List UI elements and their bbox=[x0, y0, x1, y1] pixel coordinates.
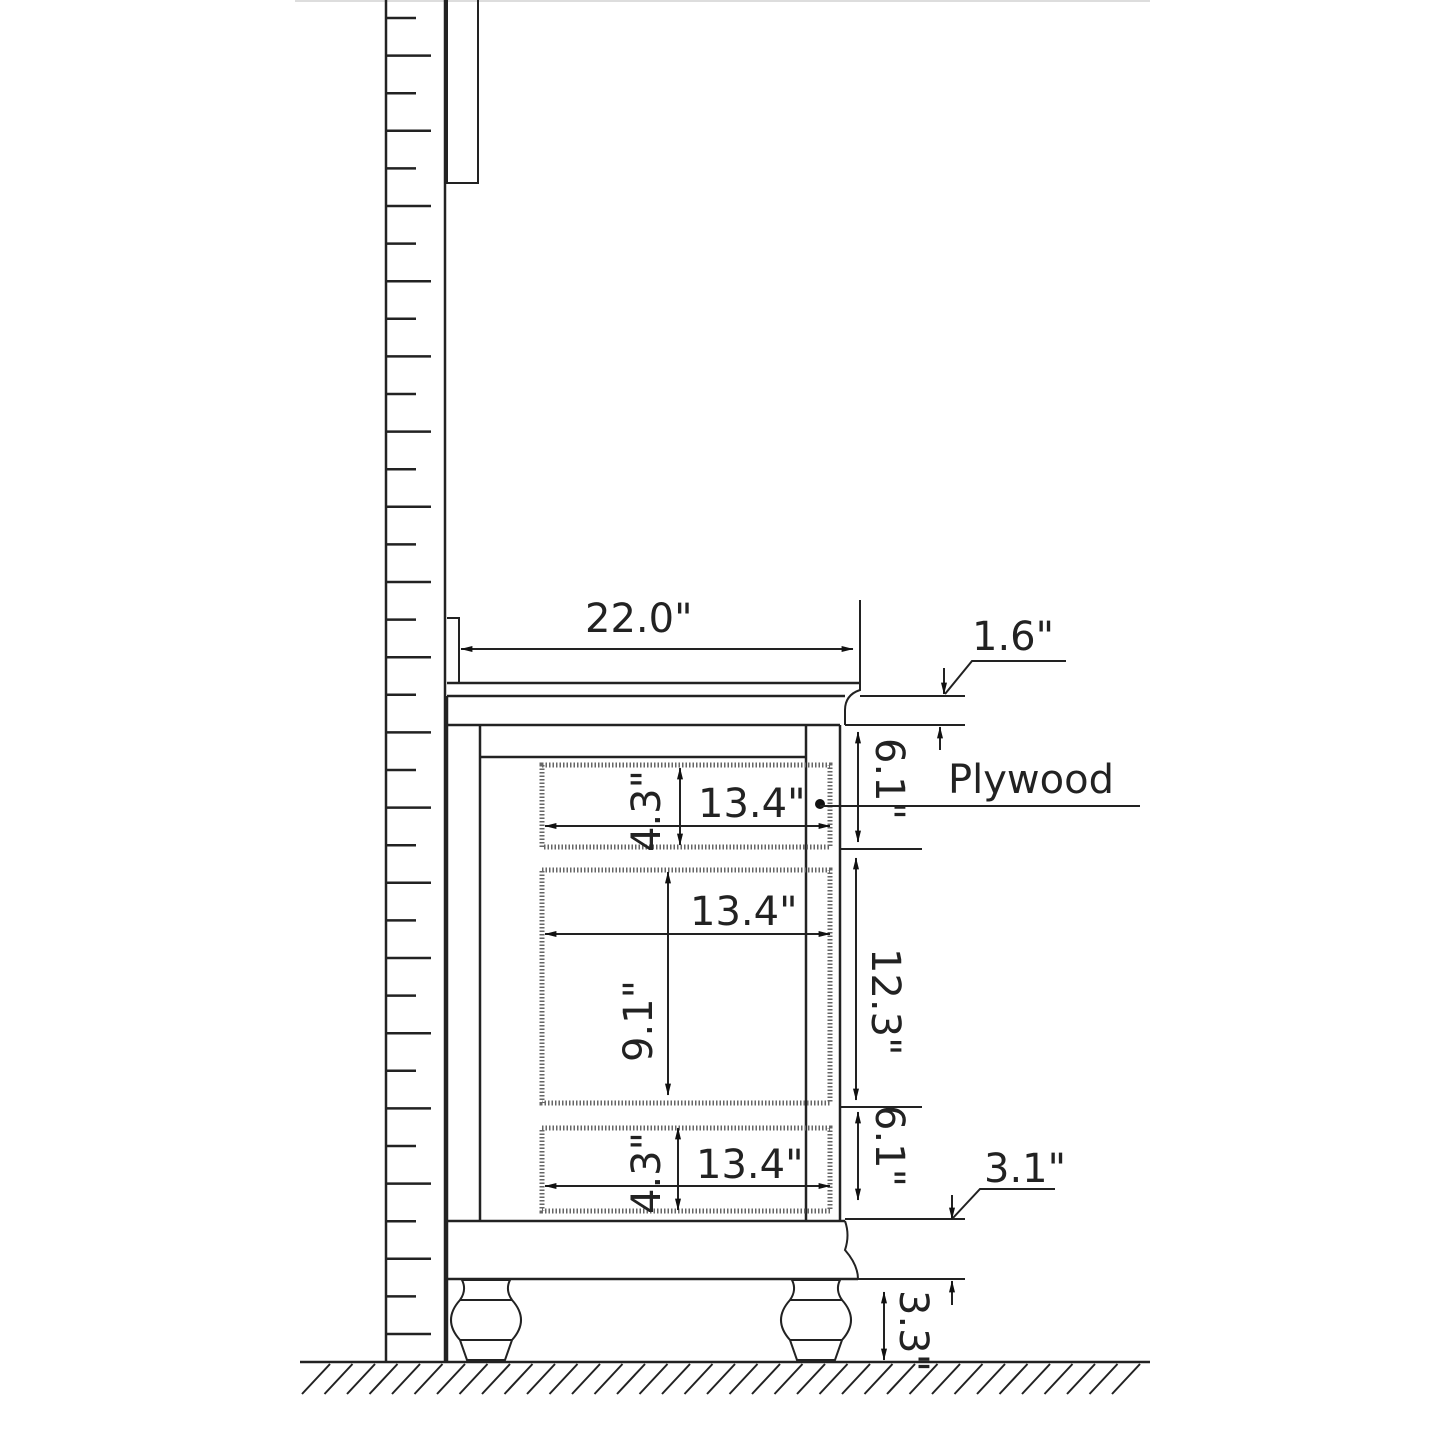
floor-hatch bbox=[953, 1363, 984, 1395]
floor-hatch bbox=[841, 1363, 871, 1395]
dimension-lines bbox=[460, 646, 1140, 1361]
floor bbox=[300, 1360, 1150, 1395]
floor-hatch bbox=[458, 1363, 489, 1395]
material-label: Plywood bbox=[948, 757, 1114, 803]
middle-drawer-width-label: 13.4" bbox=[690, 889, 797, 935]
floor-hatch bbox=[886, 1363, 916, 1395]
floor-hatch bbox=[908, 1363, 939, 1395]
floor-hatch bbox=[368, 1363, 399, 1395]
floor-hatch bbox=[1043, 1363, 1074, 1395]
floor-hatch bbox=[638, 1363, 669, 1395]
wall-ruler bbox=[384, 0, 447, 1362]
floor-hatch bbox=[503, 1363, 534, 1395]
floor-hatch bbox=[436, 1363, 466, 1395]
floor-hatch bbox=[976, 1363, 1006, 1395]
floor-hatch bbox=[323, 1363, 354, 1395]
drawer-middle bbox=[539, 867, 833, 1106]
floor-hatch bbox=[526, 1363, 556, 1395]
cabinet-body bbox=[445, 696, 859, 1362]
leg-left bbox=[450, 1279, 522, 1361]
leg-right bbox=[780, 1279, 852, 1361]
floor-hatch bbox=[796, 1363, 826, 1395]
bottom-drawer-width-label: 13.4" bbox=[696, 1142, 803, 1188]
bottom-section-height-label: 6.1" bbox=[866, 1105, 912, 1187]
floor-hatch bbox=[346, 1363, 376, 1395]
floor-hatch bbox=[773, 1363, 804, 1395]
floor-hatch bbox=[706, 1363, 736, 1395]
drawer-bottom bbox=[539, 1125, 833, 1214]
countertop-thickness-label: 1.6" bbox=[972, 614, 1054, 660]
top-drawer-height-label: 4.3" bbox=[624, 770, 670, 852]
floor-hatch bbox=[728, 1363, 759, 1395]
floor-hatch bbox=[751, 1363, 781, 1395]
middle-section-height-label: 12.3" bbox=[862, 948, 908, 1055]
floor-hatch bbox=[301, 1363, 331, 1395]
leg-height-label: 3.3" bbox=[890, 1290, 936, 1372]
floor-hatch bbox=[998, 1363, 1029, 1395]
base-height-label: 3.1" bbox=[984, 1146, 1066, 1192]
floor-hatch bbox=[1111, 1363, 1141, 1395]
countertop bbox=[447, 600, 861, 727]
floor-hatch bbox=[616, 1363, 646, 1395]
floor-hatch bbox=[481, 1363, 511, 1395]
top-section-height-label: 6.1" bbox=[866, 738, 912, 820]
floor-hatch bbox=[1066, 1363, 1096, 1395]
mirror-edge bbox=[446, 0, 479, 184]
floor-hatch bbox=[391, 1363, 421, 1395]
middle-drawer-height-label: 9.1" bbox=[616, 980, 662, 1062]
floor-hatch bbox=[818, 1363, 849, 1395]
floor-hatch bbox=[683, 1363, 714, 1395]
floor-hatch bbox=[931, 1363, 961, 1395]
floor-hatch bbox=[593, 1363, 624, 1395]
floor-hatch bbox=[548, 1363, 579, 1395]
width-label: 22.0" bbox=[585, 596, 692, 642]
floor-hatch bbox=[863, 1363, 894, 1395]
floor-hatch bbox=[1088, 1363, 1119, 1395]
top-drawer-width-label: 13.4" bbox=[698, 781, 805, 827]
floor-hatch bbox=[1021, 1363, 1051, 1395]
bottom-drawer-height-label: 4.3" bbox=[624, 1132, 670, 1214]
floor-hatch bbox=[413, 1363, 444, 1395]
floor-hatch bbox=[571, 1363, 601, 1395]
floor-hatch bbox=[661, 1363, 691, 1395]
